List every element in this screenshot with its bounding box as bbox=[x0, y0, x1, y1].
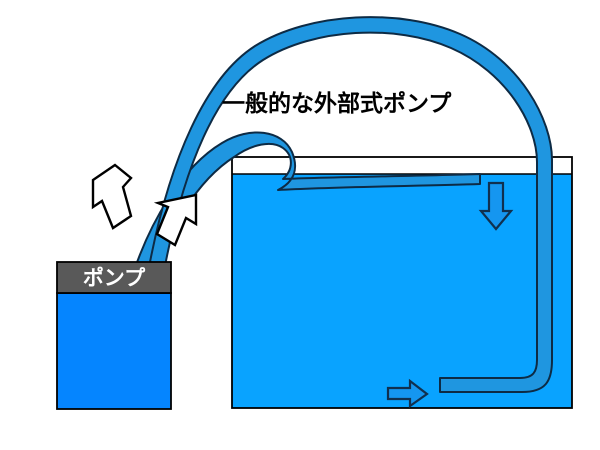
arrow-up-from-pump-shape bbox=[153, 193, 198, 247]
tank-water bbox=[232, 174, 572, 408]
arrow-water-right-at-tank-bottom bbox=[386, 378, 429, 409]
arrow-water-right-at-tank-bottom-shape bbox=[386, 378, 429, 409]
tank-air-space bbox=[232, 157, 572, 174]
arrow-water-down-in-tank-shape bbox=[478, 181, 514, 231]
arrow-down-to-pump-shape bbox=[91, 163, 133, 230]
pump-header-bar bbox=[56, 261, 172, 294]
aquarium-tank bbox=[231, 156, 573, 409]
outlet-hose bbox=[134, 131, 481, 274]
arrow-up-from-pump bbox=[153, 193, 198, 247]
arrow-water-down-in-tank bbox=[478, 181, 514, 231]
tank-outline bbox=[231, 156, 573, 409]
pump-body bbox=[56, 292, 172, 410]
outlet-hose-body bbox=[134, 131, 481, 274]
arrow-down-to-pump bbox=[91, 163, 133, 230]
pump-unit bbox=[56, 261, 172, 410]
